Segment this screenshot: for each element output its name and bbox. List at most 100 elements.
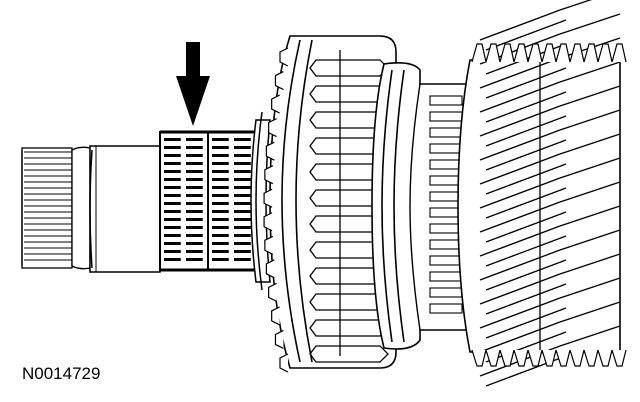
helical-tooth-edge — [485, 139, 567, 171]
helical-top-tooth — [611, 43, 627, 63]
hub-tooth — [234, 234, 251, 237]
spur-rim-tooth — [279, 353, 289, 373]
hub-tooth — [186, 178, 203, 181]
hub-tooth — [234, 194, 251, 197]
shaft-end-splines — [21, 146, 91, 270]
spur-rim-tooth — [263, 188, 273, 208]
hub-tooth — [186, 194, 203, 197]
helical-tooth-edge — [479, 277, 621, 329]
hub-tooth — [186, 210, 203, 213]
hub-tooth — [234, 210, 251, 213]
helical-tooth-edge — [485, 19, 567, 51]
hub-tooth — [212, 186, 229, 189]
spur-rim-tooth — [265, 259, 275, 279]
spur-tooth — [309, 345, 389, 363]
spur-rim-tooth — [264, 165, 274, 185]
helical-tooth-edge — [479, 133, 621, 185]
spur-rim-tooth — [265, 141, 275, 161]
dog-tooth — [429, 127, 463, 138]
hub-tooth — [164, 250, 181, 253]
hub-tooth — [234, 258, 251, 261]
hub-tooth — [234, 242, 251, 245]
hub-tooth — [234, 218, 251, 221]
hub-tooth — [186, 202, 203, 205]
hub-tooth — [164, 138, 181, 141]
helical-tooth-edge — [479, 157, 621, 209]
hub-tooth — [212, 170, 229, 173]
helical-tooth-edge — [485, 67, 567, 99]
hub-tooth — [164, 202, 181, 205]
hub-tooth — [186, 258, 203, 261]
hub-tooth — [164, 162, 181, 165]
helical-tooth-edge — [479, 253, 621, 305]
hub-teeth — [164, 138, 251, 261]
hub-tooth — [234, 162, 251, 165]
figure-id-label: N0014729 — [22, 364, 101, 383]
helical-tooth-edge — [485, 307, 567, 339]
helical-tooth-edge — [479, 61, 621, 113]
down-arrow-icon — [176, 42, 210, 126]
hub-tooth — [186, 242, 203, 245]
helical-tooth-edge — [485, 355, 567, 387]
hub-tooth — [164, 226, 181, 229]
helical-tooth-edge — [479, 229, 621, 281]
hub-tooth — [212, 258, 229, 261]
dog-tooth — [429, 303, 463, 314]
hub-tooth — [212, 234, 229, 237]
helical-tooth-edge — [479, 85, 621, 137]
spur-gear-rim-teeth — [263, 47, 289, 373]
helical-top-tooth — [541, 43, 557, 63]
helical-top-tooth — [513, 43, 529, 63]
helical-bottom-tooth — [555, 349, 571, 367]
hub-tooth — [234, 138, 251, 141]
hub-tooth — [164, 178, 181, 181]
hub-tooth — [234, 250, 251, 253]
synchro-cone — [371, 62, 421, 350]
hub-tooth — [186, 146, 203, 149]
hub-tooth — [212, 242, 229, 245]
hub-tooth — [234, 178, 251, 181]
helical-gear — [457, 59, 621, 353]
spur-rim-tooth — [264, 235, 274, 255]
hub-tooth — [164, 210, 181, 213]
helical-bottom-tooth — [541, 349, 557, 367]
helical-tooth-edge — [485, 283, 567, 315]
hub-tooth — [164, 154, 181, 157]
helical-bottom-tooth — [499, 349, 515, 367]
helical-tooth-edge — [485, 259, 567, 291]
helical-tooth-edge — [485, 211, 567, 243]
hub-tooth — [212, 162, 229, 165]
hub-tooth — [212, 226, 229, 229]
helical-bottom-tooth — [485, 349, 501, 367]
helical-top-tooth — [569, 43, 585, 63]
helical-gear-top-teeth — [471, 43, 627, 367]
helical-bottom-tooth — [611, 349, 627, 367]
hub-tooth — [234, 202, 251, 205]
hub-tooth — [186, 138, 203, 141]
hub-tooth — [212, 210, 229, 213]
helical-top-tooth — [555, 43, 571, 63]
helical-bottom-tooth — [583, 349, 599, 367]
spur-rim-tooth — [279, 47, 289, 67]
hub-tooth — [186, 186, 203, 189]
hub-tooth — [234, 154, 251, 157]
hub-tooth — [234, 146, 251, 149]
hub-tooth — [212, 194, 229, 197]
helical-tooth-edge — [485, 331, 567, 363]
helical-bottom-tooth — [471, 349, 487, 367]
hub-tooth — [212, 218, 229, 221]
dog-tooth — [429, 223, 463, 234]
dog-tooth — [429, 159, 463, 170]
dog-tooth — [429, 95, 463, 106]
dog-tooth — [429, 255, 463, 266]
helical-top-tooth — [597, 43, 613, 63]
hub-tooth — [186, 154, 203, 157]
dog-tooth — [429, 207, 463, 218]
hub-tooth — [164, 186, 181, 189]
helical-top-tooth — [583, 43, 599, 63]
dog-tooth — [429, 287, 463, 298]
hub-tooth — [164, 170, 181, 173]
hub-tooth — [186, 162, 203, 165]
spur-rim-tooth — [263, 212, 273, 232]
